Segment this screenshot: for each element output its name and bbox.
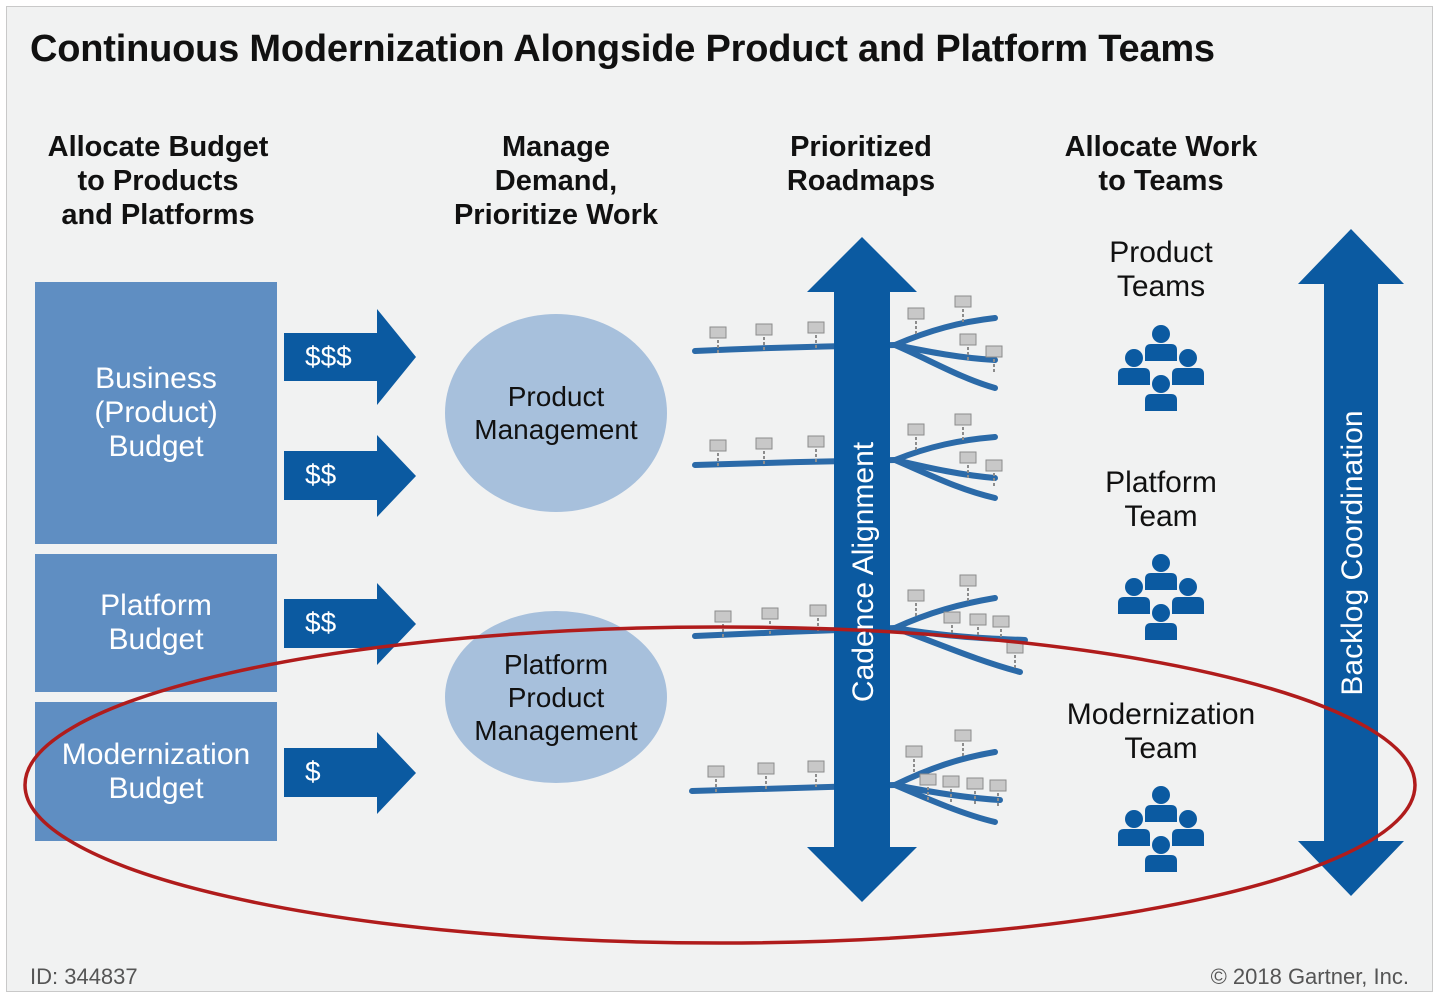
column-header-demand-line: Manage	[502, 131, 610, 163]
roadmap-line	[892, 342, 998, 391]
budget-arrows	[284, 309, 416, 814]
backlog-coordination-arrow	[1298, 229, 1404, 896]
column-header-roadmaps-line: Roadmaps	[786, 165, 936, 197]
modernization-team-icon	[1118, 786, 1204, 872]
modernization-budget-line: Budget	[108, 771, 204, 805]
roadmap-line	[892, 749, 998, 788]
platform-budget-box: Platform Budget	[35, 554, 277, 692]
column-header-demand: Manage Demand, Prioritize Work	[426, 130, 686, 232]
arrow-label-modernization: $	[305, 756, 321, 787]
column-header-budget-line: and Platforms	[61, 199, 255, 231]
platform-budget-line: Platform	[100, 589, 212, 622]
platform-management-line: Management	[474, 715, 638, 746]
roadmap-line	[892, 782, 998, 825]
roadmap-line	[892, 595, 998, 631]
column-header-teams: Allocate Work to Teams	[1036, 130, 1286, 198]
column-header-roadmaps-line: Prioritized	[790, 131, 932, 163]
column-header-teams-line: Allocate Work	[1064, 131, 1258, 163]
arrow-label-business-1: $$$	[305, 341, 352, 372]
arrow-label-business-2: $$	[305, 459, 337, 490]
product-teams-icon	[1118, 325, 1204, 411]
product-management-line: Product	[507, 381, 605, 412]
highlight-ellipse	[23, 625, 1417, 945]
column-header-teams-line: to Teams	[1098, 165, 1224, 197]
team-icons	[1118, 325, 1204, 872]
modernization-team-line: Team	[1124, 732, 1198, 765]
platform-team-label: Platform Team	[1046, 466, 1276, 534]
column-header-budget: Allocate Budget to Products and Platform…	[30, 130, 286, 232]
column-header-budget-line: Allocate Budget	[47, 131, 269, 163]
roadmap-line	[892, 434, 998, 463]
modernization-team-line: Modernization	[1066, 698, 1256, 731]
business-budget-box: Business (Product) Budget	[35, 282, 277, 544]
copyright-notice: © 2018 Gartner, Inc.	[1210, 964, 1409, 989]
column-header-budget-line: to Products	[77, 165, 239, 197]
column-header-demand-line: Prioritize Work	[453, 199, 659, 231]
page-title: Continuous Modernization Alongside Produ…	[30, 28, 1215, 70]
modernization-budget-line: Modernization	[61, 737, 251, 771]
business-budget-line: (Product)	[94, 396, 218, 429]
product-management-label: Product Management	[446, 380, 666, 446]
platform-budget-line: Budget	[108, 623, 204, 656]
platform-management-line: Platform	[503, 649, 609, 680]
roadmap-line	[892, 315, 998, 348]
modernization-team-label: Modernization Team	[1036, 698, 1286, 766]
arrow-label-platform: $$	[305, 607, 337, 638]
arrow-shape	[284, 435, 416, 517]
product-management-line: Management	[474, 414, 638, 445]
column-header-demand-line: Demand,	[494, 165, 618, 197]
cadence-alignment-arrow	[807, 237, 917, 902]
figure-id: ID: 344837	[30, 964, 138, 989]
platform-management-label: Platform Product Management	[446, 648, 666, 747]
platform-team-icon	[1118, 554, 1204, 640]
roadmap-line	[892, 457, 998, 501]
backlog-coordination-label: Backlog Coordination	[1336, 410, 1369, 695]
platform-management-line: Product	[507, 682, 605, 713]
product-teams-line: Product	[1109, 236, 1213, 269]
business-budget-line: Business	[95, 362, 217, 395]
platform-team-line: Team	[1124, 500, 1198, 533]
platform-team-line: Platform	[1105, 466, 1217, 499]
platform-management-circle	[445, 611, 667, 783]
product-teams-line: Teams	[1116, 270, 1206, 303]
cadence-alignment-label: Cadence Alignment	[847, 441, 880, 702]
product-teams-label: Product Teams	[1046, 236, 1276, 304]
arrow-shape	[284, 583, 416, 665]
arrow-shape	[284, 309, 416, 405]
business-budget-line: Budget	[108, 430, 204, 463]
column-header-roadmaps: Prioritized Roadmaps	[756, 130, 966, 198]
arrow-shape	[284, 732, 416, 814]
product-management-circle	[445, 314, 667, 512]
